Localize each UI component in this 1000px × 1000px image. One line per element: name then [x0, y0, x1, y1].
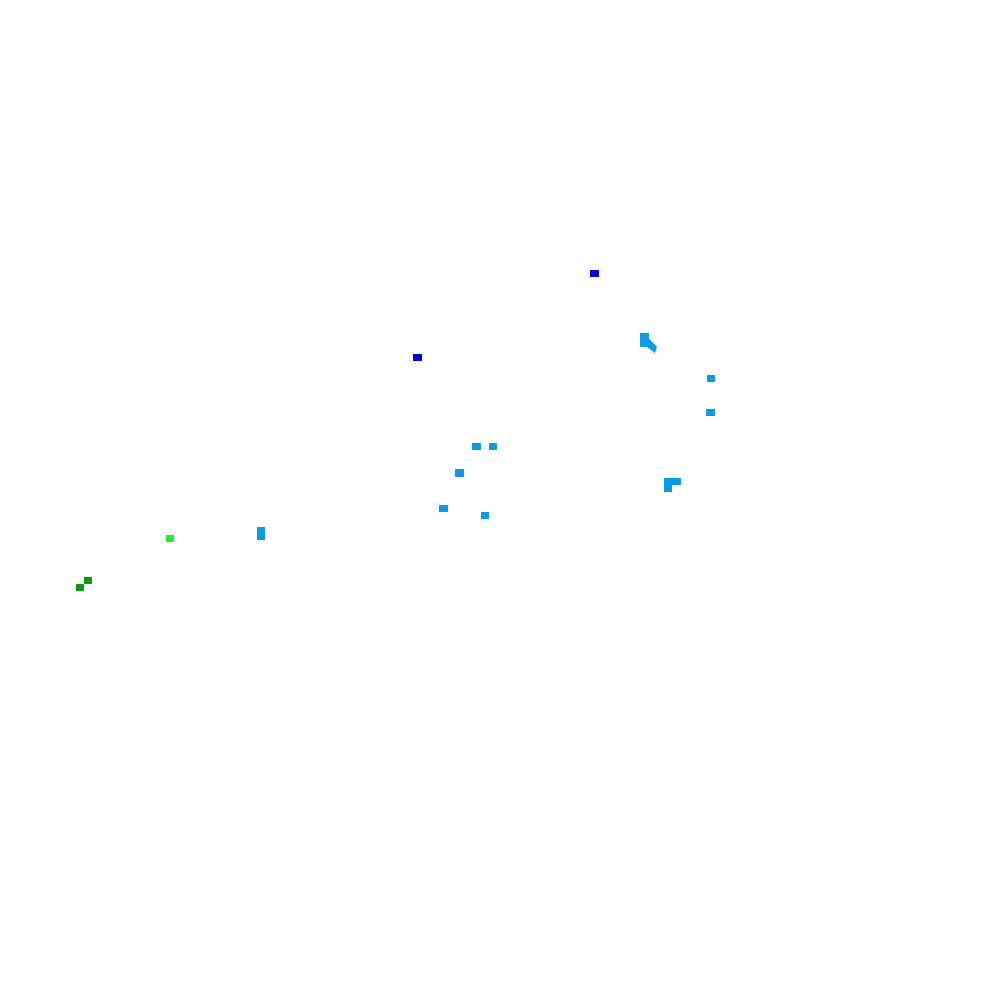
pixel-mark-light-blue-7	[481, 512, 489, 519]
pixel-mark-dark-green-1	[84, 577, 92, 584]
pixel-mark-light-blue-1	[707, 375, 715, 382]
pixel-mark-light-blue-2	[706, 409, 715, 416]
pixel-mark-light-blue-4	[489, 443, 497, 450]
pixel-mark-dark-green-2	[76, 584, 84, 591]
pixel-mark-light-blue-arrow	[640, 333, 657, 353]
pixel-mark-dark-blue-left	[413, 354, 422, 361]
pixel-mark-light-blue-5	[455, 469, 464, 477]
pixel-mark-light-blue-3	[472, 443, 481, 450]
pixel-mark-light-blue-6	[439, 505, 448, 512]
pixel-mark-light-blue-bar	[257, 527, 265, 540]
pixel-mark-bright-green	[166, 535, 174, 542]
pixel-mark-dark-blue-upper	[590, 270, 599, 277]
pixel-mark-light-blue-corner	[664, 478, 681, 492]
